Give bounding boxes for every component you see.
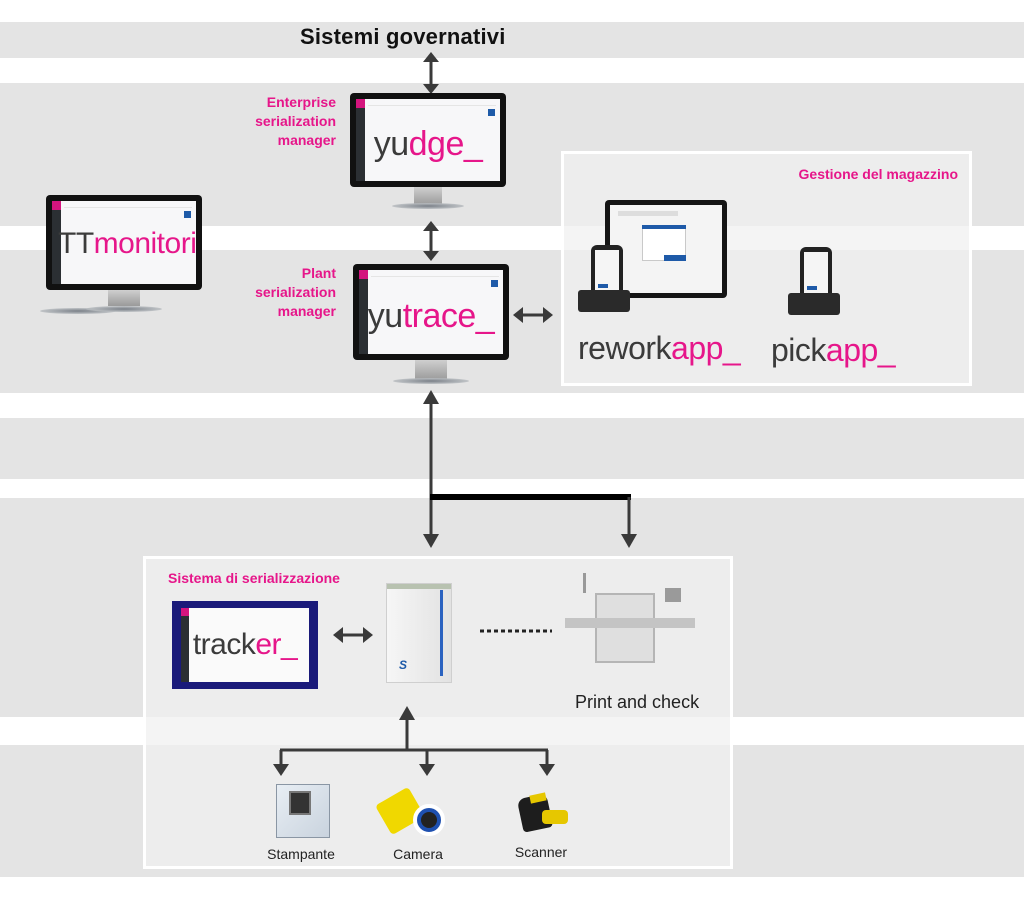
reworkapp-logo: reworkapp_ (578, 330, 741, 366)
device-connector-arrows (273, 706, 555, 776)
tracker-panel: tracker_ (172, 601, 318, 689)
arrow-down-icon (621, 534, 637, 548)
app-logo-icon (359, 270, 368, 279)
ttmonitoring-monitor: TTmonitoring_ (40, 195, 202, 319)
background-band (0, 418, 1024, 479)
government-systems-title: Sistemi governativi (300, 24, 506, 49)
pickapp-logo: pickapp_ (771, 332, 896, 368)
yudge-logo: yudge_ (373, 125, 483, 163)
label-line: manager (277, 132, 336, 148)
label-line: Enterprise (266, 94, 336, 110)
monitor-base (86, 306, 162, 312)
bidirectional-arrow-icon (513, 307, 553, 323)
monitor-screen: yutrace_ (353, 264, 509, 360)
warehouse-title: Gestione del magazzino (798, 166, 958, 182)
arrow-down-icon (539, 764, 555, 776)
tablet-device (605, 200, 727, 298)
brand-logo-icon: S (399, 658, 408, 672)
bidirectional-arrow-icon (333, 627, 373, 643)
enterprise-manager-label: Enterprise serialization manager (230, 93, 336, 150)
device-label: Camera (393, 846, 443, 862)
app-logo-icon (52, 201, 61, 210)
label-line: manager (277, 303, 336, 319)
device-label: Scanner (514, 844, 568, 860)
handheld-device (591, 245, 623, 297)
print-and-check-label: Print and check (575, 692, 700, 712)
yudge-monitor: yudge_ (350, 93, 506, 213)
label-line: serialization (255, 113, 336, 129)
arrow-up-icon (399, 706, 415, 720)
arrow-up-icon (423, 390, 439, 404)
serialization-system-title: Sistema di serializzazione (168, 570, 340, 586)
plant-manager-label: Plant serialization manager (240, 264, 336, 321)
monitor-screen: yudge_ (350, 93, 506, 187)
dotted-connector (480, 629, 552, 633)
yutrace-logo: yutrace_ (367, 297, 495, 335)
connector-arrows (423, 390, 637, 548)
serialization-server: S (386, 583, 452, 683)
tracker-logo: tracker_ (192, 628, 298, 661)
scanner-icon (516, 790, 572, 834)
label-line: Plant (301, 265, 336, 281)
printer-icon (276, 784, 330, 838)
background-band (0, 22, 1024, 58)
ttmonitoring-logo: TTmonitoring_ (58, 227, 196, 260)
bidirectional-arrow-icon (423, 52, 439, 94)
docking-station (788, 293, 840, 315)
docking-station (578, 290, 630, 312)
camera-icon (375, 786, 453, 840)
arrow-down-icon (273, 764, 289, 776)
arrow-down-icon (419, 764, 435, 776)
print-and-check-machine (565, 573, 695, 678)
arrow-down-icon (423, 534, 439, 548)
app-logo-icon (356, 99, 365, 108)
yutrace-monitor: yutrace_ (353, 264, 509, 390)
monitor-screen: TTmonitoring_ (46, 195, 202, 290)
device-label: Stampante (267, 846, 335, 862)
label-line: serialization (255, 284, 336, 300)
bidirectional-arrow-icon (423, 221, 439, 261)
handheld-device (800, 247, 832, 299)
